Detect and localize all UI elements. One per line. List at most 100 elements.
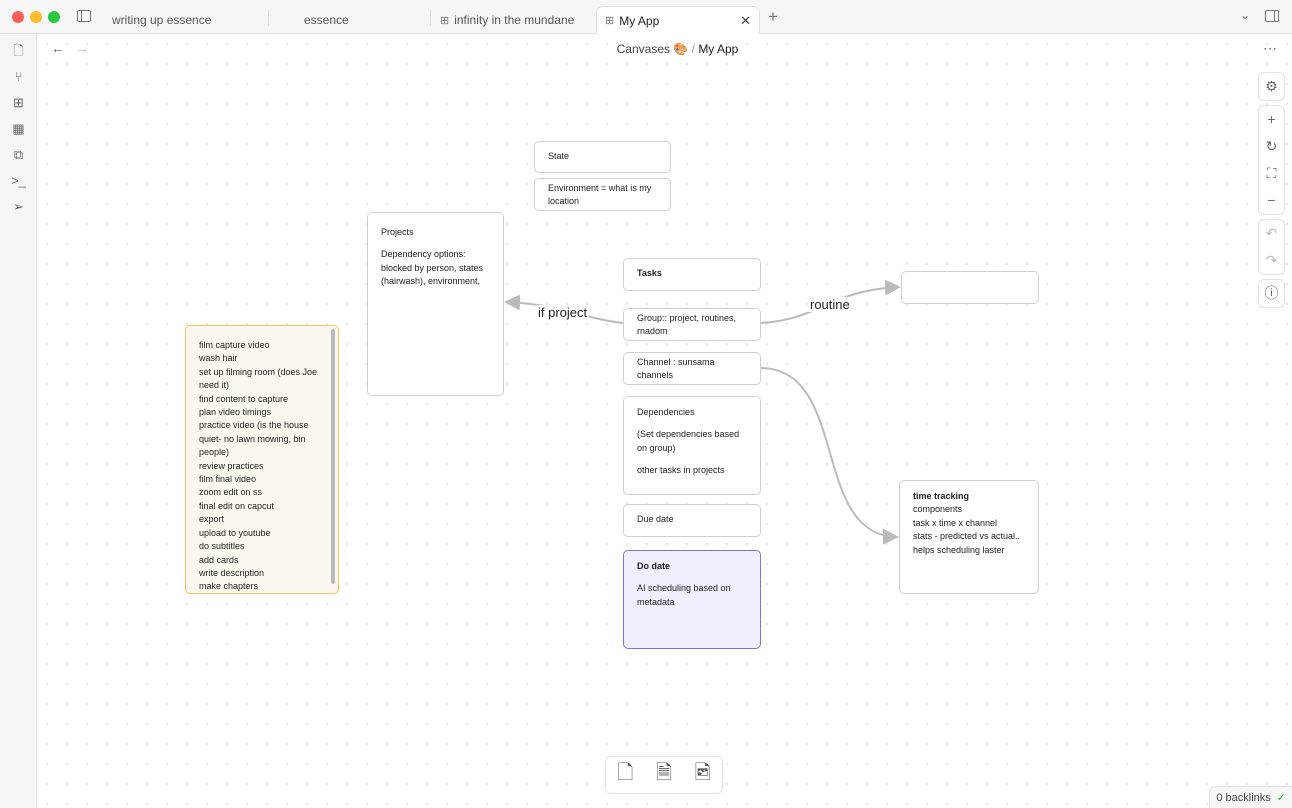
list-item: practice video (is the house quiet- no l… <box>199 420 309 458</box>
close-window-button[interactable] <box>12 11 24 23</box>
canvas-icon: ⊞ <box>440 14 450 27</box>
breadcrumb-parent[interactable]: Canvases 🎨 <box>616 42 689 56</box>
new-tab-button[interactable]: + <box>768 7 778 26</box>
card-time-tracking[interactable]: time tracking components task x time x c… <box>899 480 1039 594</box>
breadcrumb-separator: / <box>691 42 695 56</box>
copy-icon[interactable]: ⧉ <box>13 147 24 162</box>
redo-icon[interactable]: ↷ <box>1265 252 1278 268</box>
send-icon[interactable]: ➢ <box>13 199 24 214</box>
reset-zoom-icon[interactable]: ↻ <box>1265 138 1278 154</box>
list-item: wash hair <box>199 353 238 364</box>
scrollbar[interactable] <box>331 329 335 584</box>
sidebar-toggle-icon[interactable] <box>77 10 91 22</box>
card-tasks[interactable]: Tasks <box>623 258 761 291</box>
card-text: stats - predicted vs actual.. helps sche… <box>913 531 1021 555</box>
list-item: find content to capture <box>199 393 289 404</box>
list-item: review practices <box>199 460 264 471</box>
list-item: export <box>199 514 225 525</box>
card-group[interactable]: Group:: project, routines, rnadom <box>623 308 761 341</box>
zoom-controls: + ↻ ⛶ − <box>1258 105 1285 215</box>
card-title: Projects <box>381 227 414 237</box>
undo-icon[interactable]: ↶ <box>1265 225 1278 241</box>
history-controls: ↶ ↷ <box>1258 219 1285 275</box>
zoom-to-fit-icon[interactable]: ⛶ <box>1266 165 1277 181</box>
add-media-icon[interactable]: 🖻 <box>694 762 711 784</box>
left-ribbon: 🗋 ⑂ ⊞ ▦ ⧉ >_ ➢ <box>0 34 37 808</box>
more-options-icon[interactable]: ⋯ <box>1263 40 1277 56</box>
quick-switcher-icon[interactable]: 🗋 <box>13 43 24 58</box>
list-item: film final video <box>199 474 257 485</box>
sync-status-icon[interactable]: ✓ <box>1276 792 1286 804</box>
edge-channel-to-time-tracking <box>759 367 899 545</box>
breadcrumb-current[interactable]: My App <box>698 42 739 56</box>
tab-essence[interactable]: essence <box>296 6 426 34</box>
card-title: Due date <box>637 514 674 524</box>
tab-my-app[interactable]: ⊞ My App ✕ <box>596 6 760 34</box>
right-sidebar-toggle-icon[interactable] <box>1265 10 1279 22</box>
card-title: Do date <box>637 561 671 571</box>
calendar-icon[interactable]: ▦ <box>12 121 25 136</box>
zoom-in-icon[interactable]: + <box>1267 111 1276 127</box>
card-text: task x time x channel <box>913 517 998 528</box>
card-text: Dependency options: blocked by person, s… <box>381 249 484 287</box>
card-due-date[interactable]: Due date <box>623 504 761 537</box>
list-item: write description <box>199 567 265 578</box>
list-item: upload to youtube <box>199 527 271 538</box>
tab-list-chevron-icon[interactable]: ⌄ <box>1240 8 1251 22</box>
edge-label-routine[interactable]: routine <box>808 297 852 312</box>
card-text: AI scheduling based on metadata <box>637 583 731 607</box>
canvas-add-toolbar: 🗋 🗎 🖻 <box>605 756 723 794</box>
tab-infinity-in-the-mundane[interactable]: ⊞ infinity in the mundane <box>432 6 592 34</box>
list-item: do subtitles <box>199 541 245 552</box>
canvas-icon[interactable]: ⊞ <box>13 95 24 110</box>
list-item: plan video timings <box>199 407 272 418</box>
back-button[interactable]: ← <box>51 40 65 56</box>
card-channel[interactable]: Channel : sunsama channels <box>623 352 761 385</box>
canvas-icon: ⊞ <box>605 15 615 27</box>
minimize-window-button[interactable] <box>30 11 42 23</box>
card-state[interactable]: State <box>534 141 671 173</box>
add-card-icon[interactable]: 🗋 <box>617 762 634 784</box>
help-icon[interactable]: ⓘ <box>1264 285 1279 301</box>
add-note-icon[interactable]: 🗎 <box>655 762 673 784</box>
tab-label: My App <box>619 13 660 28</box>
card-text: Environment = what is my location <box>548 183 652 207</box>
card-text: components <box>913 504 963 515</box>
list-item: add cards <box>199 554 239 565</box>
edge-label-if-project[interactable]: if project <box>536 305 590 320</box>
tab-label: essence <box>304 13 349 27</box>
card-text: other tasks in projects <box>637 465 725 476</box>
forward-button[interactable]: → <box>75 40 89 56</box>
list-item: zoom edit on ss <box>199 487 263 498</box>
list-item: make chapters <box>199 581 259 592</box>
list-item: film capture video <box>199 340 270 350</box>
status-bar: 0 backlinks ✓ <box>1209 786 1292 808</box>
card-title: time tracking <box>913 491 970 501</box>
backlinks-count[interactable]: 0 backlinks <box>1216 791 1271 804</box>
terminal-icon[interactable]: >_ <box>11 173 26 188</box>
close-tab-icon[interactable]: ✕ <box>740 12 751 28</box>
card-environment[interactable]: Environment = what is my location <box>534 178 671 211</box>
card-text: (Set dependencies based on group) <box>637 429 740 453</box>
card-dependencies[interactable]: Dependencies (Set dependencies based on g… <box>623 396 761 495</box>
help-control: ⓘ <box>1258 279 1285 308</box>
breadcrumb: Canvases 🎨 / My App <box>0 42 1292 56</box>
card-empty[interactable] <box>901 271 1039 304</box>
tab-label: infinity in the mundane <box>454 13 575 27</box>
graph-view-icon[interactable]: ⑂ <box>14 69 23 84</box>
card-text: Group:: project, routines, rnadom <box>637 313 737 337</box>
settings-control: ⚙ <box>1258 72 1285 101</box>
card-title: Tasks <box>637 268 662 278</box>
gear-icon[interactable]: ⚙ <box>1265 78 1278 94</box>
card-do-date[interactable]: Do date AI scheduling based on metadata <box>623 550 761 649</box>
tab-writing-up-essence[interactable]: writing up essence <box>104 6 264 34</box>
zoom-out-icon[interactable]: − <box>1267 192 1276 208</box>
maximize-window-button[interactable] <box>48 11 60 23</box>
card-title: State <box>548 151 570 161</box>
card-title: Dependencies <box>637 407 695 417</box>
list-item: final edit on capcut <box>199 500 275 511</box>
tab-label: writing up essence <box>112 13 212 27</box>
